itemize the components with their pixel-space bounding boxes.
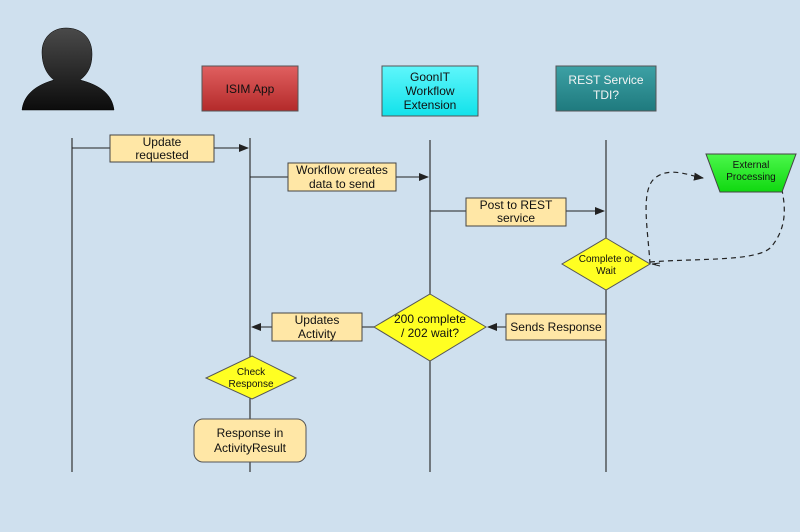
actor-goonit-label-3: Extension: [404, 98, 457, 112]
message-workflow-creates-data: Workflow creates data to send: [250, 162, 429, 192]
post-to-rest-label-1: Post to REST: [480, 198, 553, 212]
result-label-1: Response in: [217, 426, 284, 440]
workflow-creates-label-2: data to send: [309, 177, 375, 191]
result-response-in-activityresult: Response in ActivityResult: [193, 418, 307, 463]
message-post-to-rest: Post to REST service: [430, 197, 605, 227]
external-processing: External Processing: [645, 153, 797, 265]
message-sends-response: Sends Response: [487, 313, 607, 341]
updates-activity-label-1: Updates: [295, 313, 340, 327]
actor-isim-app: ISIM App: [201, 65, 299, 112]
decision-status-codes: 200 complete / 202 wait?: [373, 293, 487, 362]
actor-rest-label-2: TDI?: [593, 88, 619, 102]
actor-rest-label-1: REST Service: [568, 73, 643, 87]
complete-or-wait-label-1: Complete or: [579, 254, 634, 265]
actor-goonit-workflow-extension: GoonIT Workflow Extension: [381, 65, 479, 117]
actor-rest-service: REST Service TDI?: [555, 65, 657, 112]
check-response-label-1: Check: [237, 367, 266, 378]
external-processing-label-1: External: [733, 160, 770, 171]
actor-isim-label-1: ISIM App: [226, 82, 275, 96]
workflow-creates-label-1: Workflow creates: [296, 163, 388, 177]
post-to-rest-label-2: service: [497, 211, 535, 225]
external-processing-label-2: Processing: [726, 172, 775, 183]
actor-goonit-label-1: GoonIT: [410, 70, 451, 84]
update-requested-label-2: requested: [135, 148, 188, 162]
complete-or-wait-label-2: Wait: [596, 266, 616, 277]
result-label-2: ActivityResult: [214, 441, 287, 455]
message-updates-activity: Updates Activity: [251, 312, 374, 342]
message-update-requested: Update requested: [72, 134, 249, 163]
status-codes-label-2: / 202 wait?: [401, 326, 459, 340]
decision-check-response: Check Response: [204, 355, 298, 400]
decision-complete-or-wait: Complete or Wait: [561, 237, 661, 291]
updates-activity-label-2: Activity: [298, 327, 336, 341]
actor-goonit-label-2: Workflow: [405, 84, 454, 98]
user-silhouette-icon: [21, 27, 115, 111]
status-codes-label-1: 200 complete: [394, 312, 466, 326]
update-requested-label-1: Update: [143, 135, 182, 149]
sends-response-label: Sends Response: [510, 320, 602, 334]
check-response-label-2: Response: [228, 379, 273, 390]
